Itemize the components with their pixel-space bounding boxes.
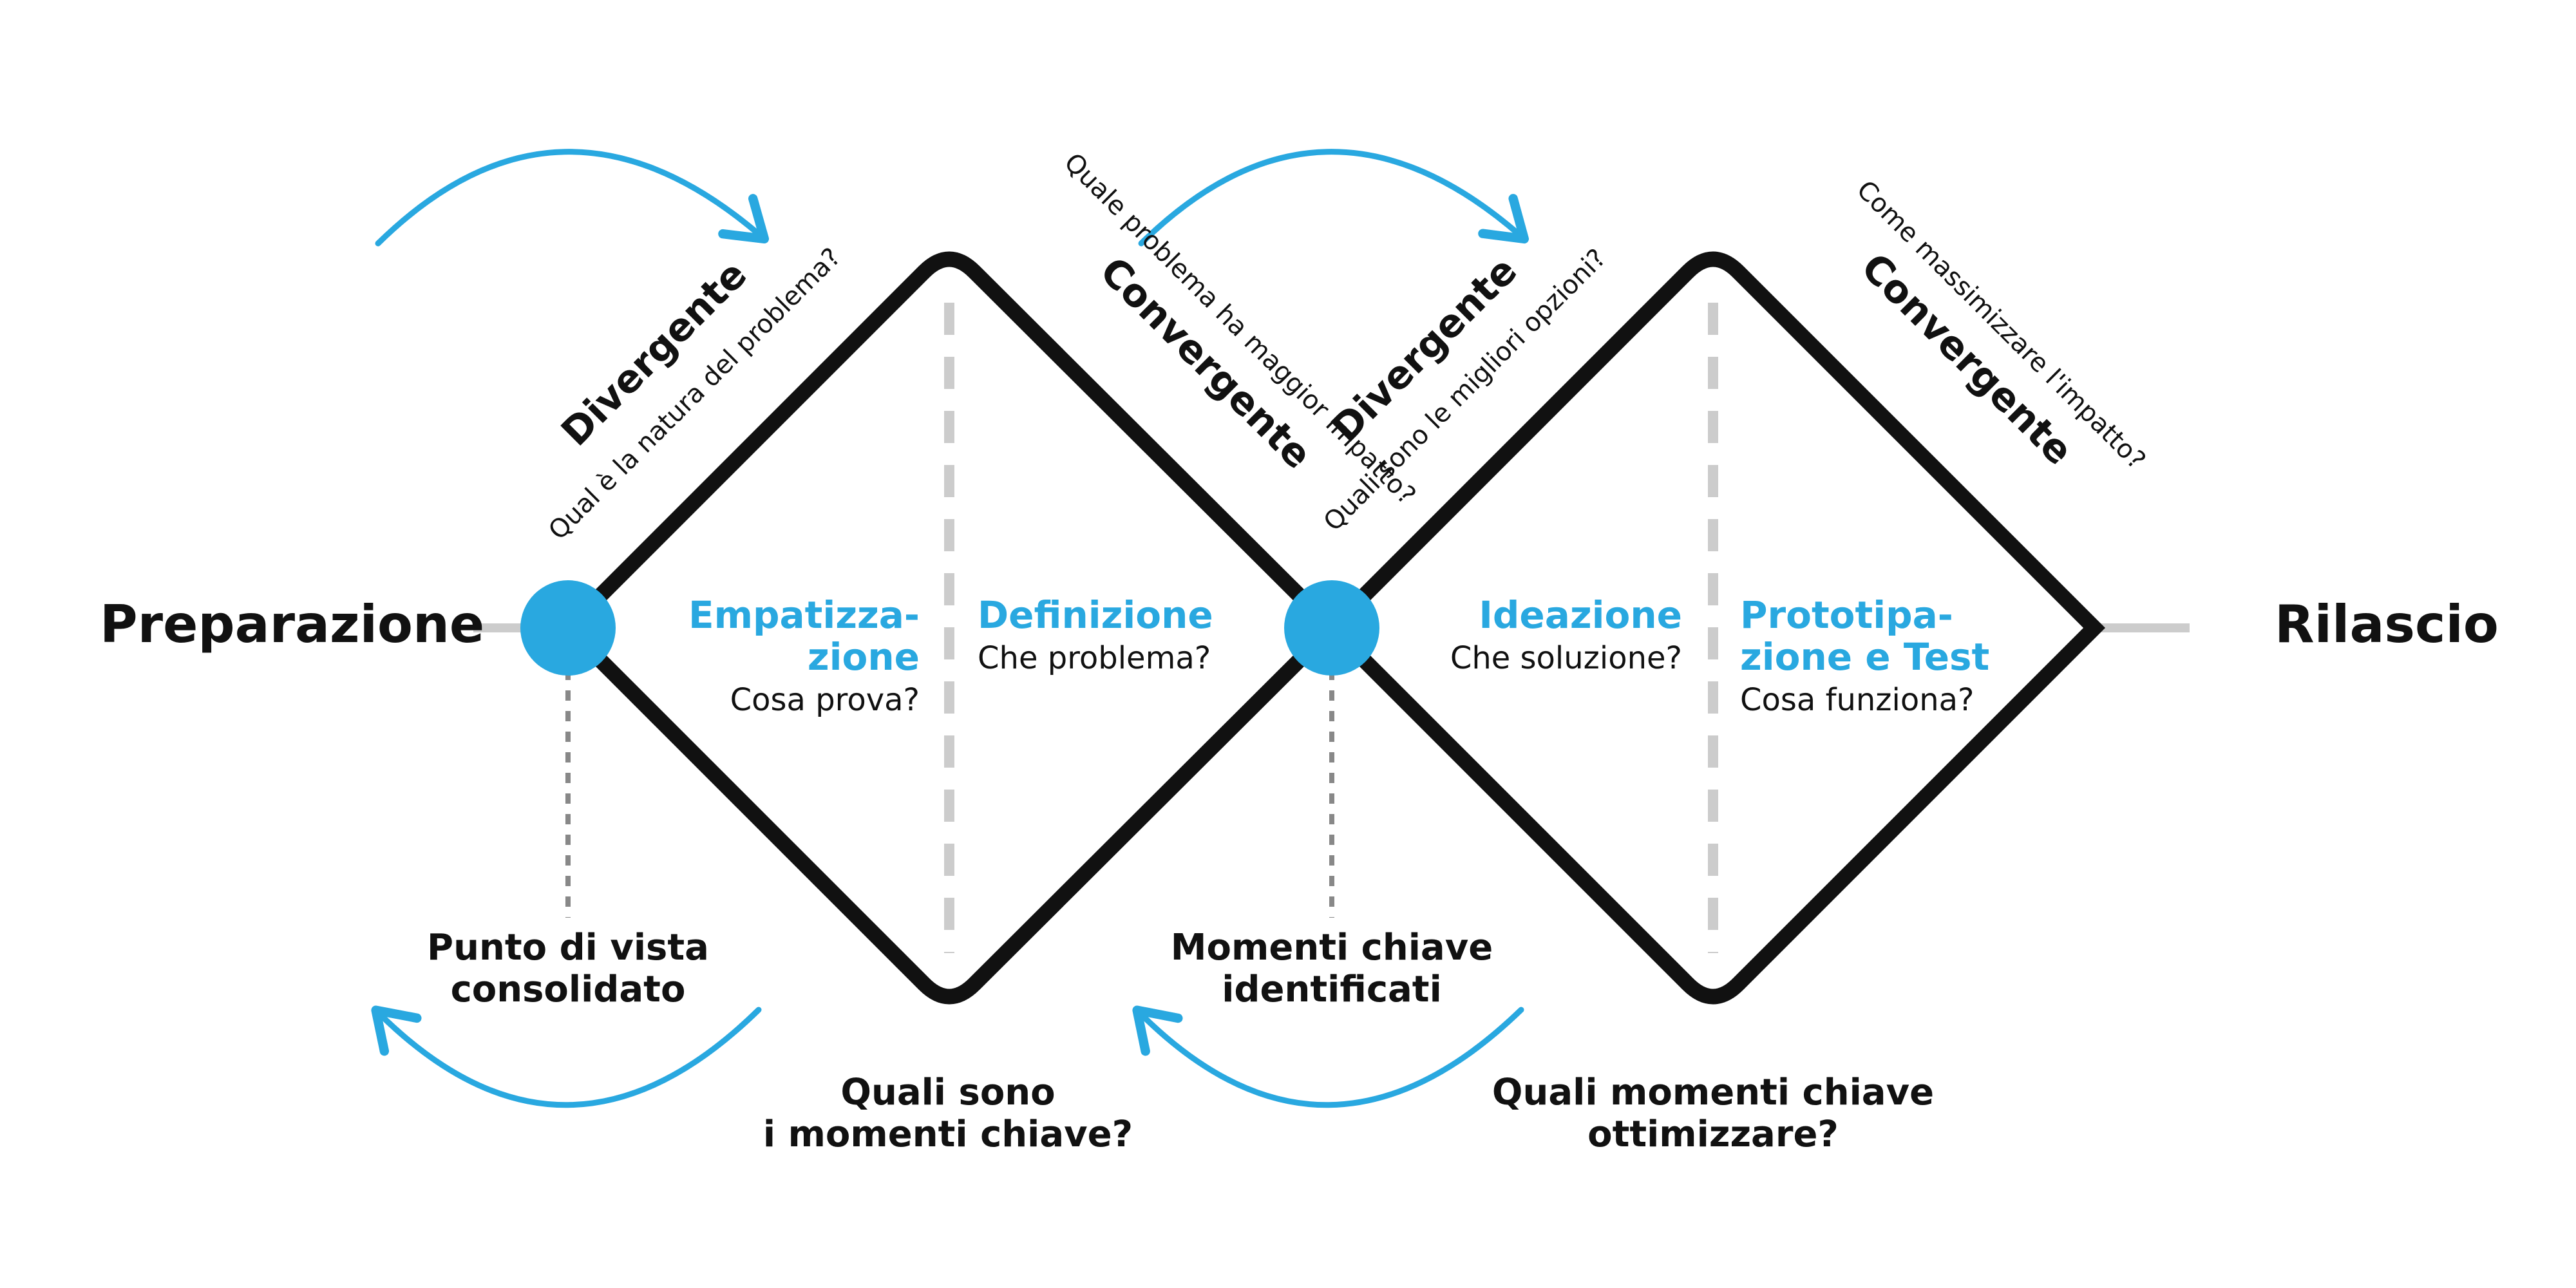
phase-title-prototipazione: Prototipa- xyxy=(1740,593,1953,637)
arrow-forward-icon xyxy=(375,149,770,247)
convergent-question: Quale problema ha maggior impatto? xyxy=(1058,147,1421,511)
phase-title-empatizzazione: zione xyxy=(808,635,920,679)
phase-question: Che problema? xyxy=(978,640,1211,676)
outcome-label: identificati xyxy=(1222,969,1442,1010)
outcome-label: Momenti chiave xyxy=(1171,927,1493,969)
milestone-dot-icon xyxy=(1284,580,1379,676)
bottom-question: ottimizzare? xyxy=(1587,1113,1839,1155)
end-label: Rilascio xyxy=(2275,594,2499,654)
outcome-label: Punto di vista xyxy=(427,927,709,969)
phase-title-ideazione: Ideazione xyxy=(1479,593,1682,637)
phase-title-empatizzazione: Empatizza- xyxy=(688,593,920,637)
arrow-back-icon xyxy=(371,1005,762,1108)
phase-title-definizione: Definizione xyxy=(978,593,1213,637)
bottom-question: Quali momenti chiave xyxy=(1492,1072,1934,1113)
arrow-forward-icon xyxy=(1138,149,1529,247)
bottom-question: Quali sono xyxy=(840,1072,1055,1113)
phase-question: Cosa prova? xyxy=(730,682,920,718)
phase-question: Cosa funziona? xyxy=(1740,682,1975,718)
arrow-back-icon xyxy=(1132,1005,1524,1108)
phase-title-prototipazione: zione e Test xyxy=(1740,635,1989,679)
diamond-outline xyxy=(1321,251,2105,1005)
outcome-label: consolidato xyxy=(451,969,686,1010)
milestone-dot-icon xyxy=(520,580,616,676)
bottom-question: i momenti chiave? xyxy=(763,1113,1133,1155)
start-label: Preparazione xyxy=(100,594,484,654)
phase-question: Che soluzione? xyxy=(1450,640,1682,676)
